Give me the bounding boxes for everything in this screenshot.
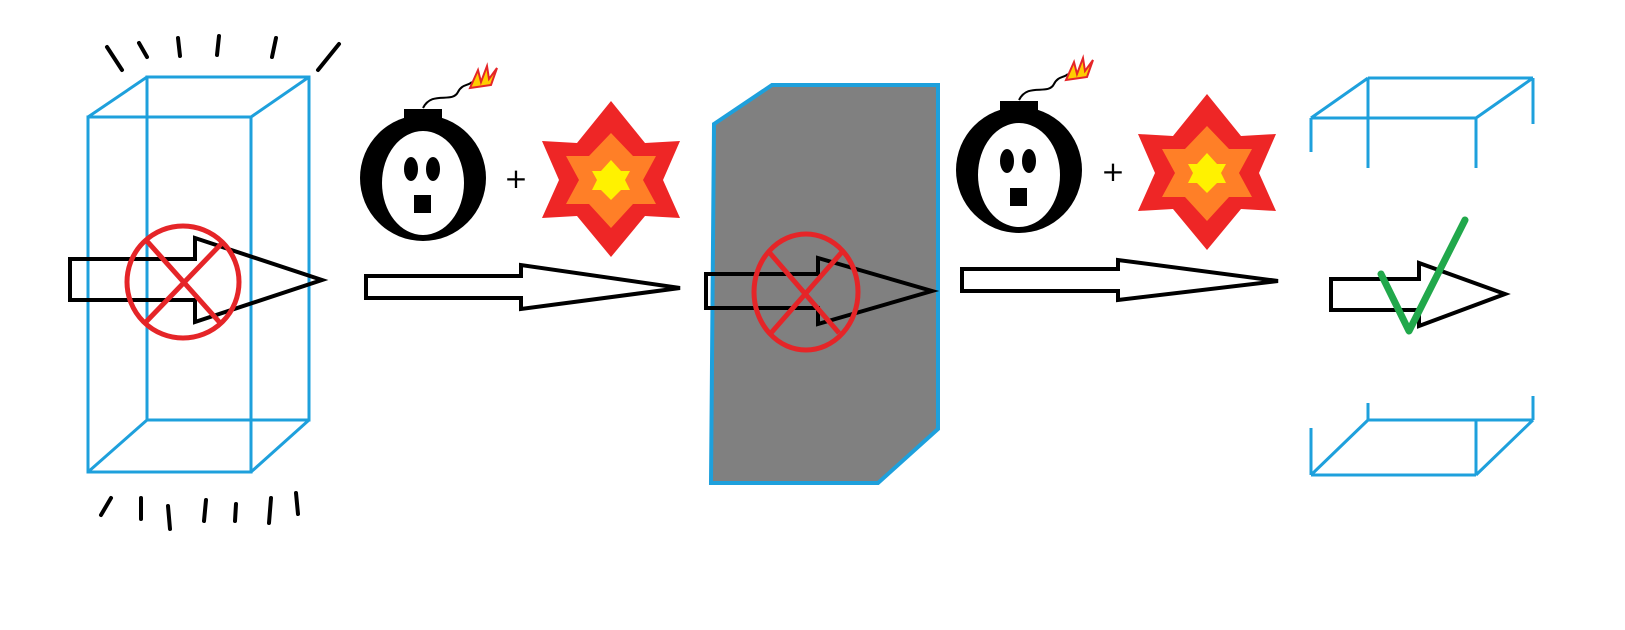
- check-mark-icon: [1377, 216, 1469, 335]
- transition-1-arrow: [364, 262, 681, 312]
- transition-2-arrow: [960, 257, 1279, 303]
- operator-plus: +: [1101, 155, 1124, 188]
- stage-1-arrow: [68, 235, 329, 325]
- fuse-spark: [1064, 54, 1094, 82]
- fuse-spark: [468, 62, 498, 90]
- operator-plus: +: [504, 162, 527, 195]
- broken-box-bottom: [1309, 396, 1535, 477]
- bomb-icon: [360, 62, 498, 241]
- stage-3-arrow: [1329, 260, 1511, 329]
- no-entry-icon: [124, 223, 242, 341]
- wireframe-box: [86, 75, 311, 474]
- glow-lines-top: [105, 34, 341, 72]
- stage-2-arrow: [704, 255, 940, 327]
- explosion-icon: [1138, 94, 1276, 250]
- explosion-icon: [542, 101, 680, 257]
- solid-wall: [708, 83, 940, 485]
- bomb-icon: [956, 54, 1094, 233]
- broken-box-top: [1309, 76, 1535, 168]
- no-entry-icon: [751, 231, 861, 353]
- glow-lines-bottom: [99, 491, 300, 531]
